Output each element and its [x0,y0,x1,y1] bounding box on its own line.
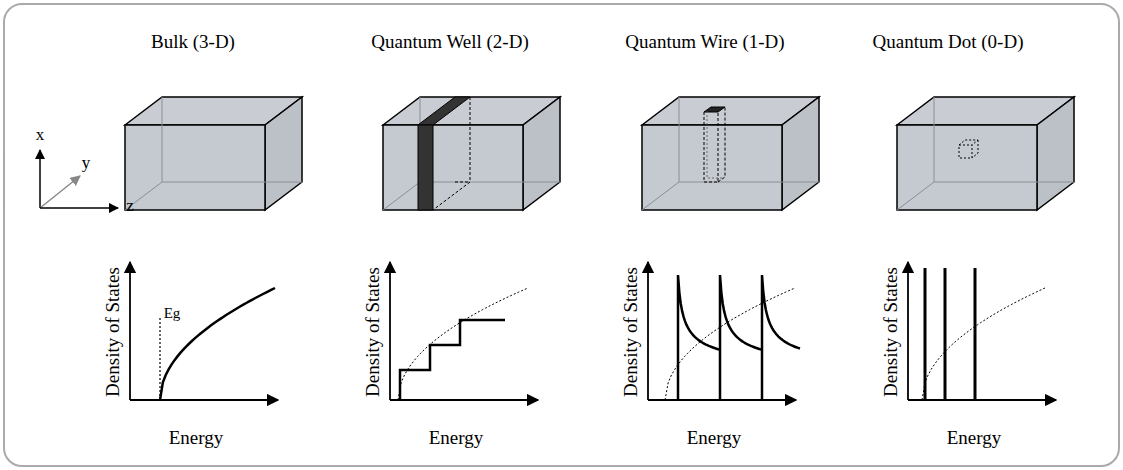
gap-label: Eg [164,305,181,322]
hidden-edge [642,182,679,210]
bulk-reference [398,288,528,400]
hidden-edge [934,97,1074,182]
dos-spike [944,268,947,400]
wire-edge [707,111,723,178]
box-side [782,97,819,210]
wire-edge [704,112,718,182]
box-side [265,97,302,210]
axis-title: Energy [429,428,484,449]
axis-label: z [126,197,134,216]
dot-cube [959,140,978,145]
box-front [125,125,265,210]
well-slab [418,97,470,125]
dot-cube [972,140,978,158]
graph-axis [129,262,131,400]
axis-title: Density of States [621,267,642,397]
hidden-edge [383,182,420,210]
dos-curve [762,275,800,400]
axis-title: Energy [947,428,1002,449]
graph-axis [908,399,1056,401]
frame [4,4,1119,466]
axis-title: Density of States [103,267,124,397]
panel-title: Quantum Dot (0-D) [873,32,1024,53]
panel-title: Quantum Wire (1-D) [625,32,784,53]
well-slab-edge [455,182,470,183]
hidden-edge [162,97,302,182]
axis-label: x [36,126,45,145]
dos-curve [400,320,505,400]
graph-axis [390,399,538,401]
bulk-reference [665,288,795,400]
axis-label: y [82,154,91,173]
hidden-edge [679,97,819,182]
box-front [897,125,1037,210]
bulk-reference [922,288,1045,400]
dos-spike [974,268,977,400]
axis-arrow [39,150,41,208]
dot-cube [959,145,972,158]
gap-marker [159,318,160,400]
axis-arrow [40,207,118,209]
dos-curve [720,275,762,400]
graph-axis [648,399,796,401]
graph-axis [130,399,278,401]
graph-axis [389,262,391,400]
box-side [1037,97,1074,210]
dos-spike [924,268,927,400]
wire-edge [718,107,725,182]
box-front [383,125,523,210]
panel-title: Quantum Well (2-D) [371,32,528,53]
panel-title: Bulk (3-D) [151,32,235,53]
axis-title: Density of States [363,267,384,397]
axis-arrow [40,176,80,208]
hidden-edge [897,182,934,210]
axis-title: Energy [687,428,742,449]
well-slab [418,125,433,210]
dos-curve [678,275,720,400]
well-slab-edge [433,97,470,210]
axis-title: Energy [169,428,224,449]
dos-curve [160,288,275,400]
box-front [642,125,782,210]
graph-axis [907,262,909,400]
box-side [523,97,560,210]
axis-title: Density of States [881,267,902,397]
graph-axis [647,262,649,400]
